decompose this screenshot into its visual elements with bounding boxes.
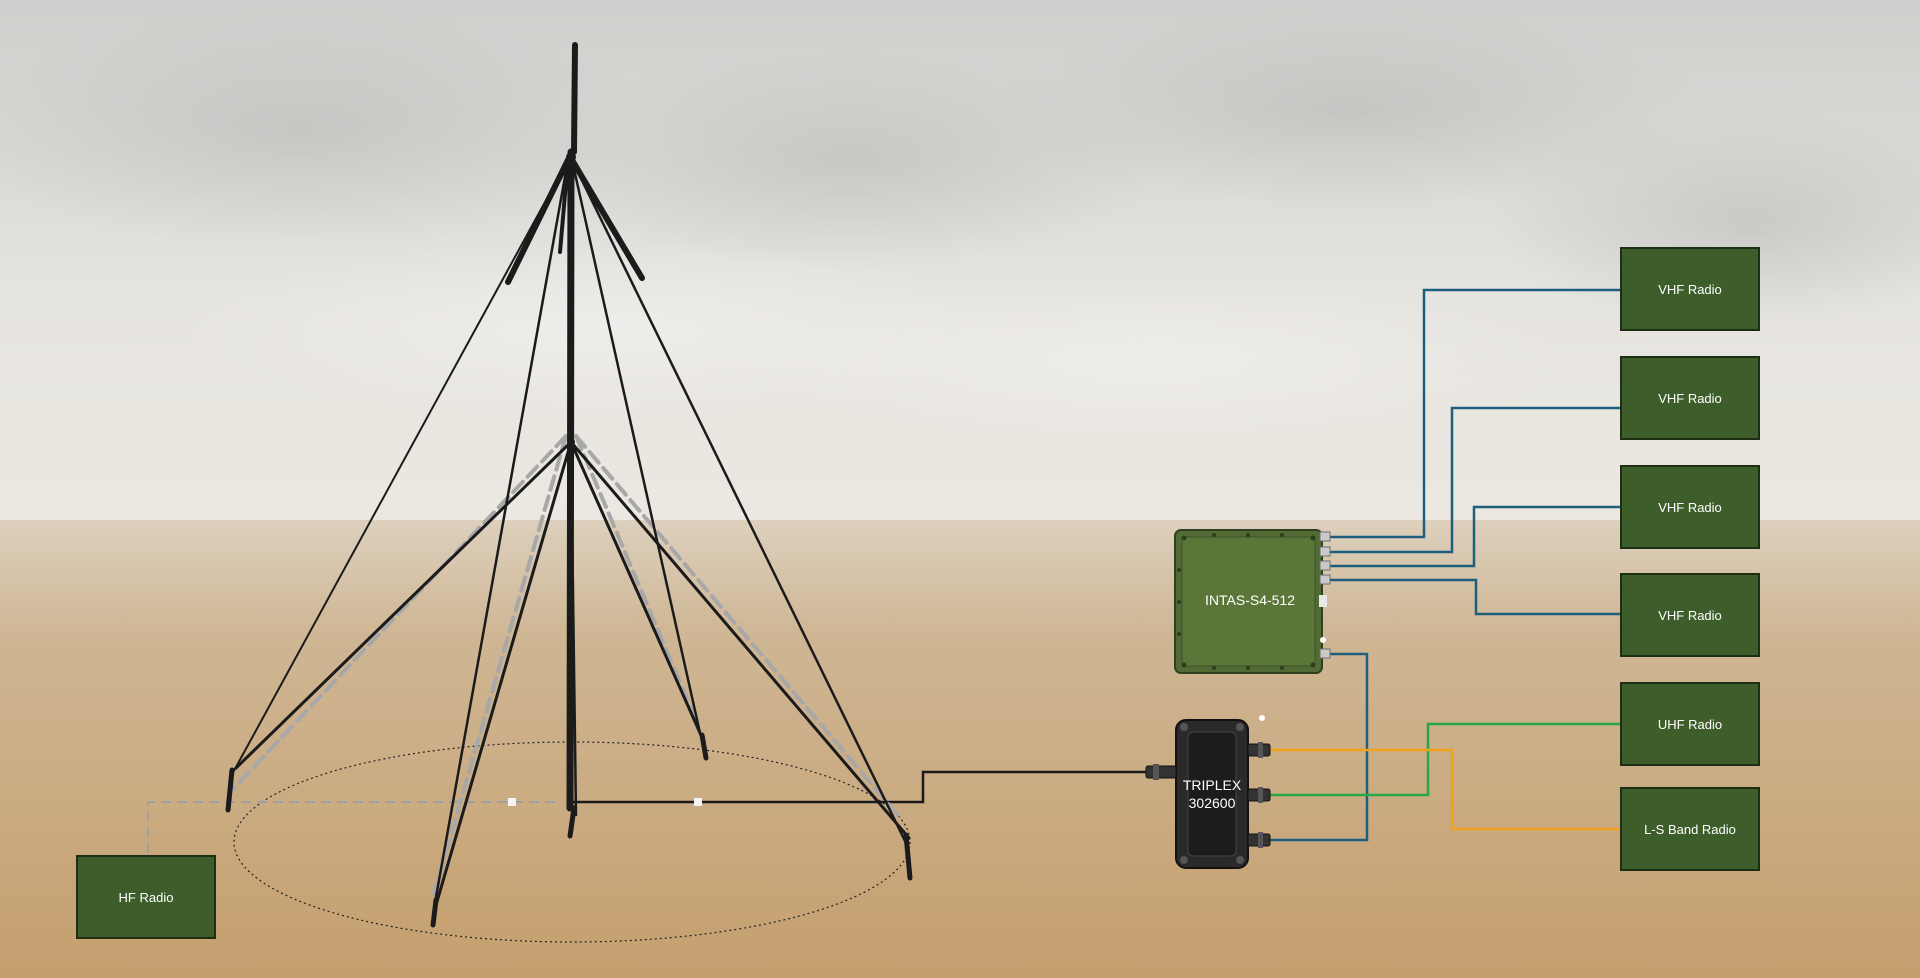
vhf-radio-box-3[interactable]: VHF Radio [1620,465,1760,549]
uhf-radio-box[interactable]: UHF Radio [1620,682,1760,766]
intas-splitter-icon [1174,529,1331,674]
intas-label: INTAS-S4-512 [1205,592,1295,608]
vhf-cable-3 [1322,505,1622,568]
hf-feed-cable [572,770,1147,804]
hf-radio-dashed-feed [147,801,555,855]
vhf-cable-1 [1322,288,1622,539]
vhf-radio-box-2[interactable]: VHF Radio [1620,356,1760,440]
triplex-label-line1: TRIPLEX [1182,777,1242,793]
ls-band-cable [1268,748,1622,831]
feed-marker [508,798,516,806]
vhf-radio-box-4[interactable]: VHF Radio [1620,573,1760,657]
hf-mast-antenna-icon [225,42,913,928]
cloud [0,10,660,250]
ls-band-radio-box[interactable]: L-S Band Radio [1620,787,1760,871]
triplex-label: TRIPLEX 302600 [1176,776,1248,812]
vhf-cable-4 [1322,578,1622,616]
antenna-ground-footprint [233,741,911,943]
triplex-label-line2: 302600 [1188,795,1236,811]
cloud [1490,110,1920,330]
cloud [990,10,1710,210]
triplexer-icon [1145,715,1271,869]
intas-input-cable [1268,652,1369,842]
uhf-cable [1268,722,1622,797]
vhf-radio-box-1[interactable]: VHF Radio [1620,247,1760,331]
hf-radio-box[interactable]: HF Radio [76,855,216,939]
vhf-cable-2 [1322,406,1622,554]
cloud [730,280,1570,440]
desert-ground [0,520,1920,978]
feed-marker [694,798,702,806]
